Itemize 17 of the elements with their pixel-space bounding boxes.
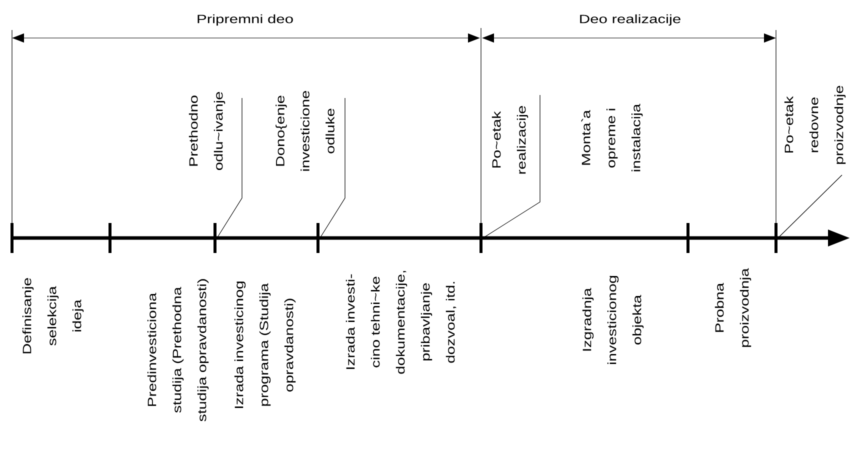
stage-label: Definisanje selekcija ideja <box>22 278 84 354</box>
event-label: Prethodno odlu~ivanje <box>188 92 226 170</box>
phase-label: Pripremni deo <box>198 14 293 26</box>
stage-label: Monta`a opreme i instalacija <box>581 104 643 172</box>
leader-line <box>482 94 540 238</box>
leader-line <box>778 174 842 238</box>
stage-label: Izgradnja investicionog objekta <box>582 276 644 364</box>
event-label: Po~etak realizacije <box>492 106 528 174</box>
event-label: Po~etak redovne proizvodnje <box>784 86 846 164</box>
stage-label: Izrada investicinog programa (Studija opravdanosti) <box>234 282 296 408</box>
stage-label: Izrada investi- cino tehni~ke dokumentacije, pribavljanje dozvoal, itd. <box>346 270 456 374</box>
leader-line <box>320 98 346 238</box>
leader-line <box>216 98 242 238</box>
phase-label: Deo realizacije <box>580 14 680 26</box>
event-label: Dono{enje investicione odluke <box>276 90 334 171</box>
stage-label: Probna proizvodnja <box>714 268 752 347</box>
stage-label: Predinvesticiona studija (Prethodna studija opravdanosti) <box>147 279 209 422</box>
